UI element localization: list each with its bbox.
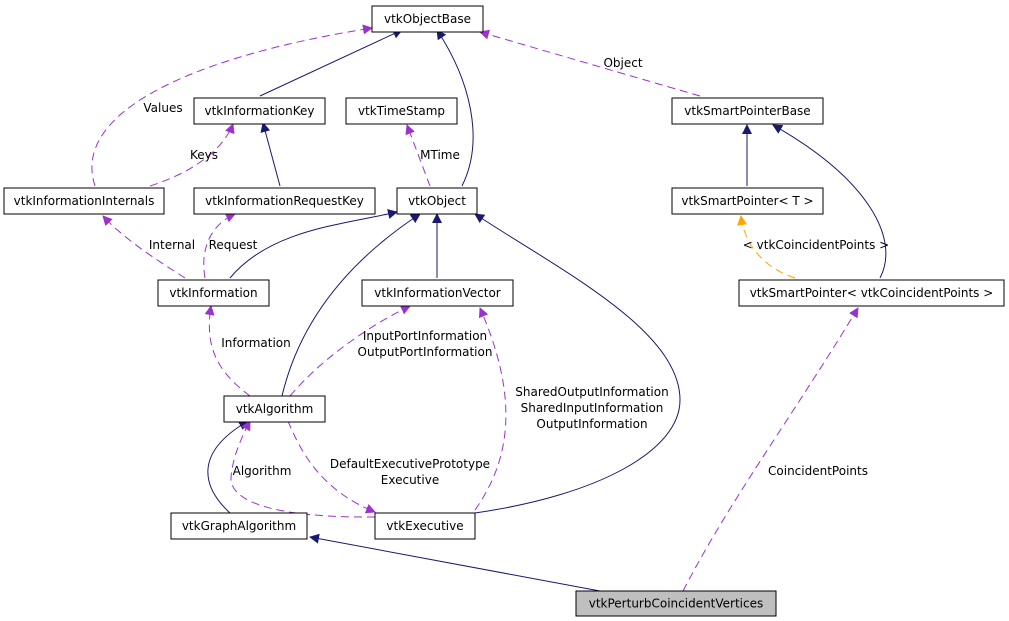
edge-graph-algorithm-to-algorithm	[207, 420, 249, 514]
edge-algorithm-port-information	[289, 305, 411, 397]
svg-text:vtkInformationKey: vtkInformationKey	[205, 104, 315, 118]
node-vtk-smart-pointer-base[interactable]: vtkSmartPointerBase	[671, 97, 824, 125]
svg-text:vtkAlgorithm: vtkAlgorithm	[236, 402, 314, 416]
label-values: Values	[143, 101, 182, 115]
label-shared-output-information: SharedOutputInformation	[515, 385, 668, 399]
edge-executive-algorithm	[230, 420, 376, 518]
node-vtk-smart-pointer-t[interactable]: vtkSmartPointer< T >	[671, 187, 824, 215]
label-coincident-points: CoincidentPoints	[768, 464, 868, 478]
label-default-executive-prototype: DefaultExecutivePrototype	[330, 457, 490, 471]
label-output-information: OutputInformation	[536, 417, 647, 431]
node-vtk-information[interactable]: vtkInformation	[157, 279, 270, 307]
edge-information-key-to-object-base	[259, 29, 403, 97]
edge-information-request	[203, 213, 236, 279]
svg-text:vtkGraphAlgorithm: vtkGraphAlgorithm	[182, 519, 296, 533]
svg-text:vtkSmartPointer< T >: vtkSmartPointer< T >	[681, 194, 813, 208]
svg-text:vtkInformationRequestKey: vtkInformationRequestKey	[205, 194, 364, 208]
node-vtk-time-stamp[interactable]: vtkTimeStamp	[345, 97, 458, 125]
edge-smart-pointer-coincident-to-base	[772, 124, 887, 279]
label-request: Request	[209, 238, 258, 252]
edge-information-to-object	[229, 209, 398, 279]
edge-algorithm-information	[204, 305, 251, 397]
label-object: Object	[603, 56, 642, 70]
node-vtk-object-base[interactable]: vtkObjectBase	[371, 5, 484, 33]
label-template-args: < vtkCoincidentPoints >	[743, 238, 889, 252]
edge-perturb-coincident-points	[682, 307, 859, 592]
node-vtk-information-key[interactable]: vtkInformationKey	[193, 97, 326, 125]
label-output-port-information: OutputPortInformation	[358, 345, 493, 359]
edge-executive-to-object	[474, 213, 681, 514]
edge-smart-pointer-base-object	[479, 29, 701, 97]
svg-text:vtkObject: vtkObject	[408, 194, 466, 208]
svg-text:vtkSmartPointerBase: vtkSmartPointerBase	[684, 104, 810, 118]
edge-object-mtime	[405, 124, 431, 187]
label-shared-input-information: SharedInputInformation	[521, 401, 664, 415]
edge-template-instance	[737, 215, 796, 279]
svg-text:vtkInformationVector: vtkInformationVector	[374, 286, 501, 300]
edge-perturb-to-graph-algorithm	[309, 533, 601, 592]
label-internal: Internal	[149, 238, 195, 252]
node-vtk-information-internals[interactable]: vtkInformationInternals	[3, 187, 165, 215]
svg-text:vtkTimeStamp: vtkTimeStamp	[358, 104, 445, 118]
edge-information-internal	[102, 215, 186, 279]
node-vtk-perturb-coincident-vertices[interactable]: vtkPerturbCoincidentVertices	[575, 590, 777, 617]
edge-object-to-object-base	[436, 29, 474, 187]
label-mtime: MTime	[420, 148, 460, 162]
edge-algorithm-to-object	[281, 213, 421, 397]
label-executive: Executive	[381, 473, 439, 487]
edge-internals-keys	[149, 123, 235, 187]
node-vtk-information-vector[interactable]: vtkInformationVector	[361, 279, 514, 307]
label-information: Information	[221, 336, 290, 350]
svg-text:vtkInformationInternals: vtkInformationInternals	[14, 194, 155, 208]
edge-request-key-to-information-key	[260, 122, 281, 187]
node-vtk-executive[interactable]: vtkExecutive	[374, 512, 476, 540]
label-keys: Keys	[190, 148, 218, 162]
svg-text:vtkSmartPointer< vtkCoincident: vtkSmartPointer< vtkCoincidentPoints >	[750, 286, 994, 300]
edge-internals-values	[91, 24, 373, 187]
node-vtk-smart-pointer-coincident-points[interactable]: vtkSmartPointer< vtkCoincidentPoints >	[738, 279, 1005, 307]
edge-executive-information-vector	[474, 307, 507, 511]
svg-text:vtkObjectBase: vtkObjectBase	[384, 12, 471, 26]
edge-algorithm-executive	[287, 420, 376, 514]
svg-text:vtkInformation: vtkInformation	[169, 286, 257, 300]
label-algorithm: Algorithm	[233, 464, 292, 478]
svg-text:vtkPerturbCoincidentVertices: vtkPerturbCoincidentVertices	[589, 597, 764, 611]
node-vtk-information-request-key[interactable]: vtkInformationRequestKey	[193, 187, 376, 215]
label-input-port-information: InputPortInformation	[363, 329, 487, 343]
node-vtk-algorithm[interactable]: vtkAlgorithm	[223, 395, 326, 423]
node-vtk-graph-algorithm[interactable]: vtkGraphAlgorithm	[170, 512, 308, 540]
svg-text:vtkExecutive: vtkExecutive	[386, 519, 463, 533]
node-vtk-object[interactable]: vtkObject	[396, 187, 478, 215]
